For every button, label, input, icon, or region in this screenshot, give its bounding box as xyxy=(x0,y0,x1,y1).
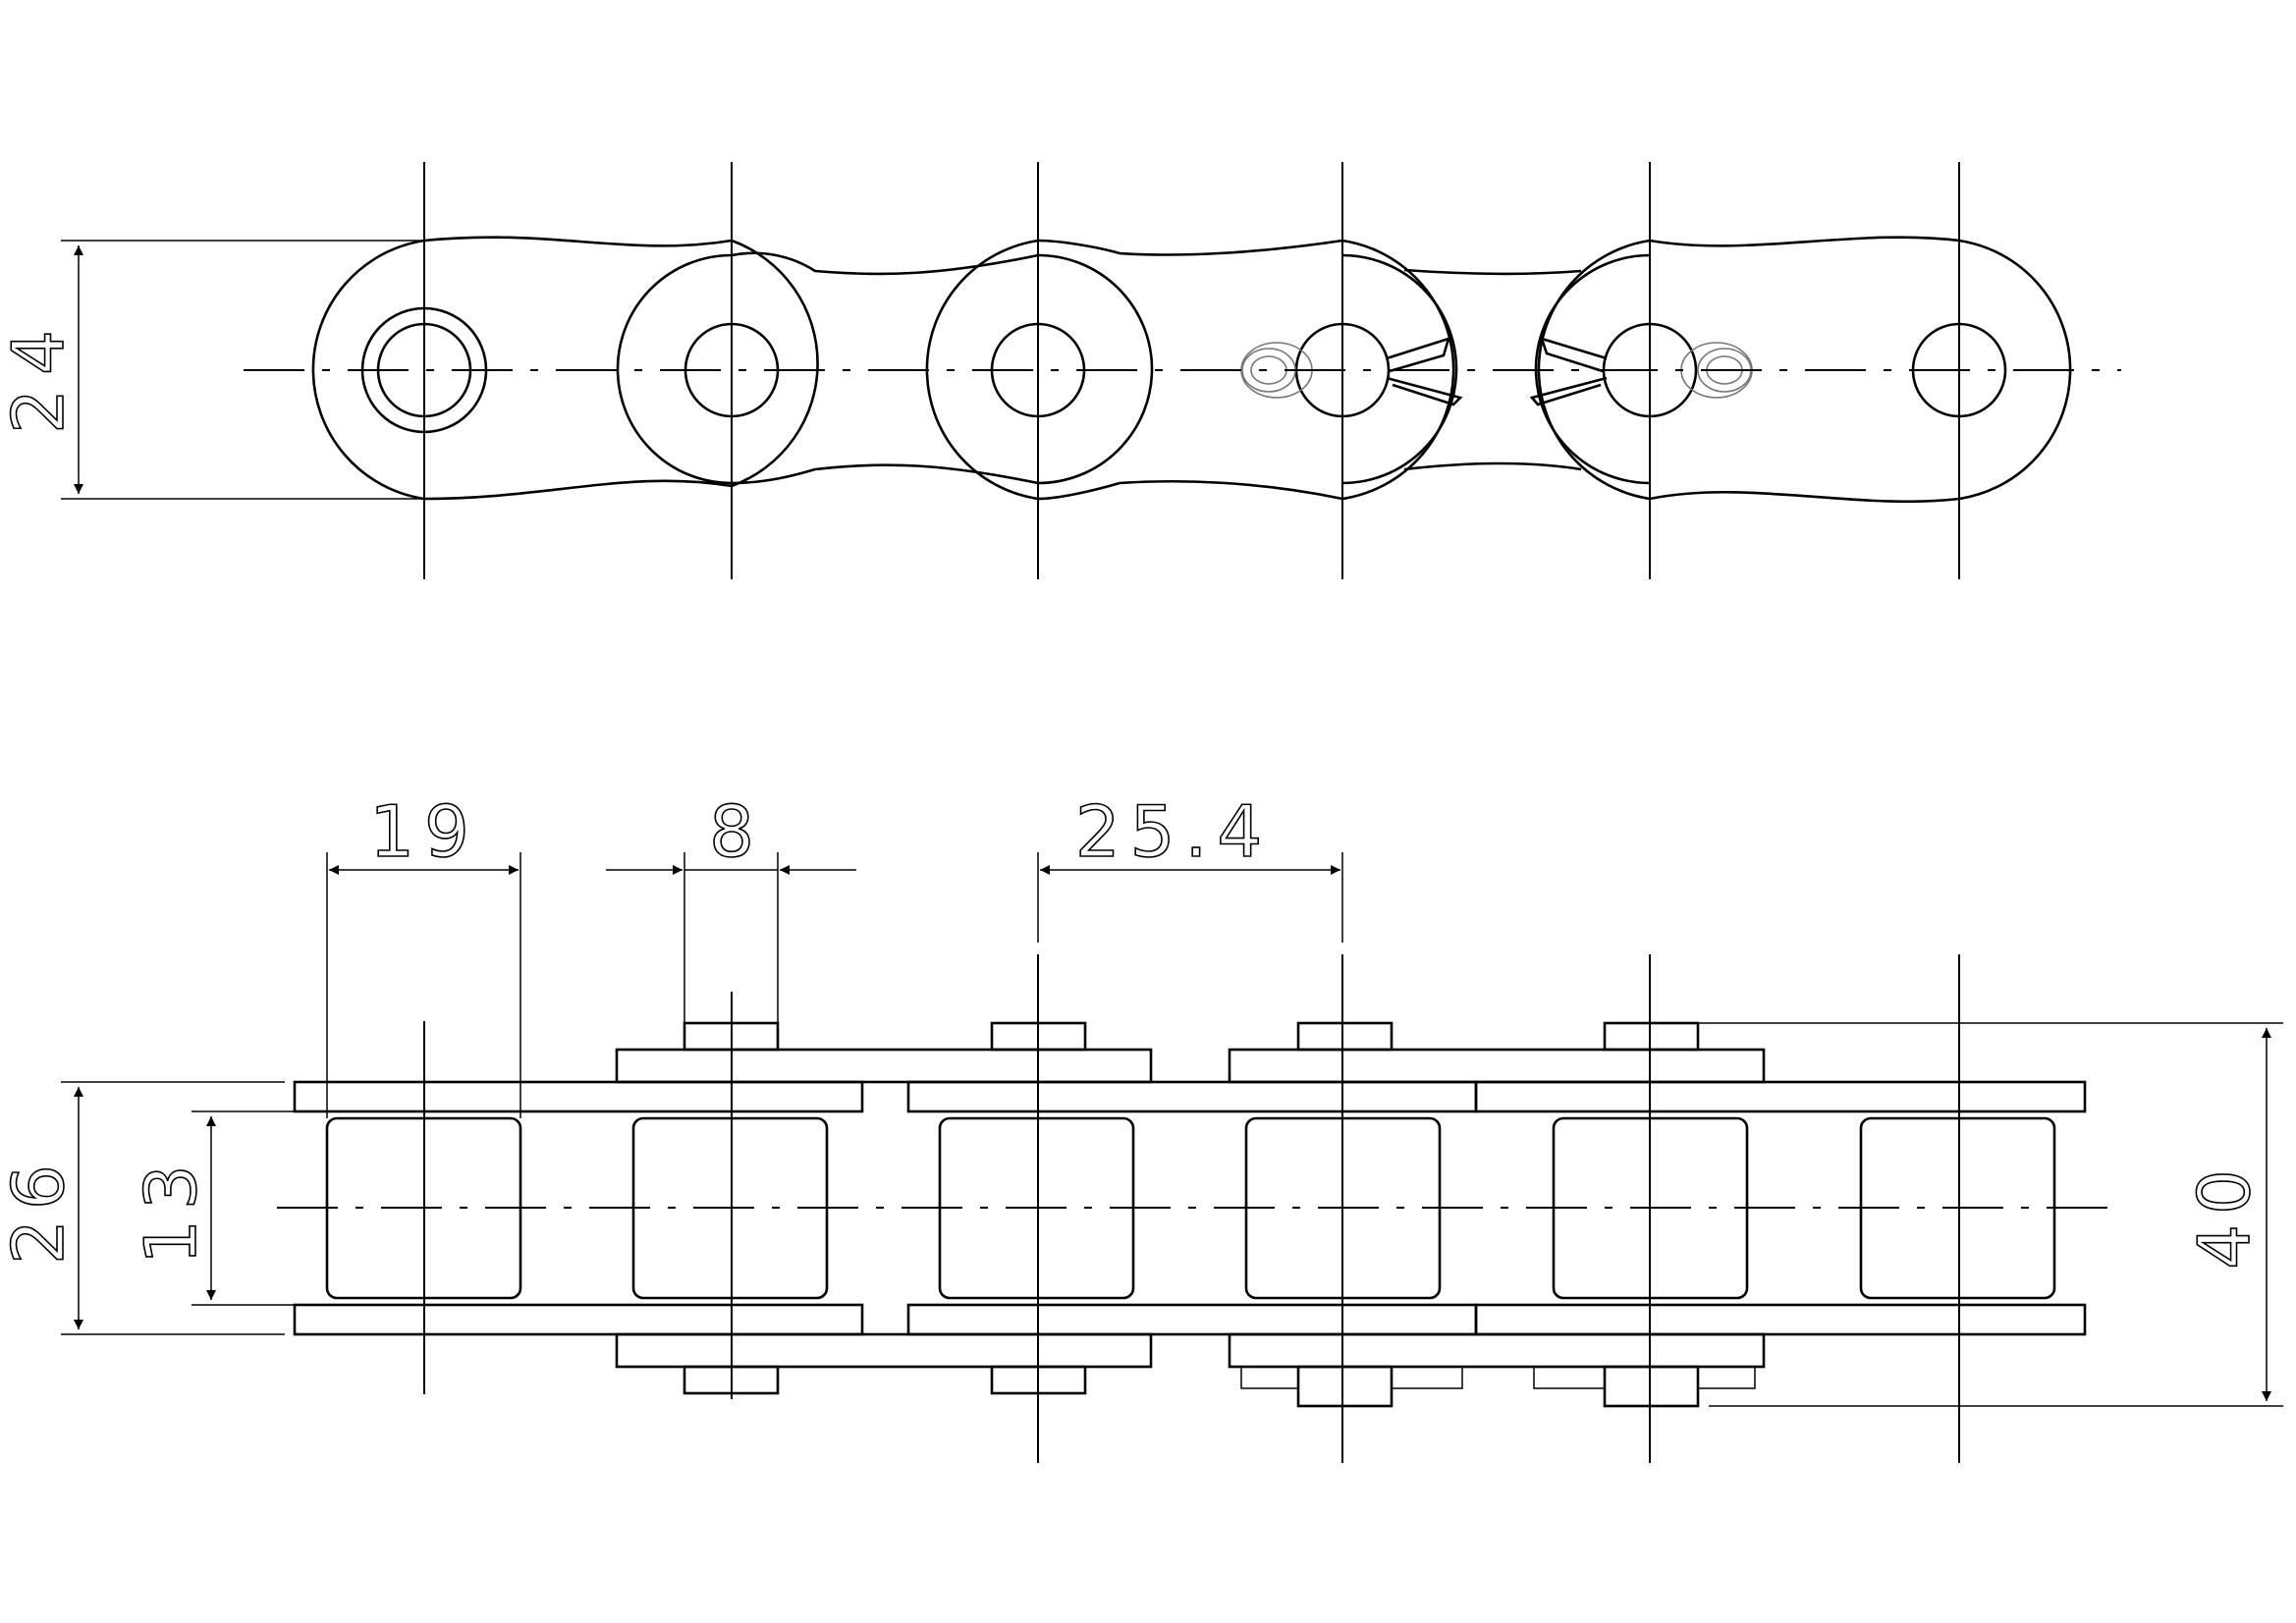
dimension-label-plate-height: 24 xyxy=(0,316,80,434)
pin-cap-top xyxy=(1296,1021,1394,1052)
dimension-label-inner-width: 13 xyxy=(130,1155,212,1265)
side-view: 24 xyxy=(0,162,2121,579)
outer-plate-top xyxy=(1228,1048,1766,1084)
dimension-overall-width: 40 xyxy=(1698,1022,2283,1407)
dimension-label-pitch: 25.4 xyxy=(1075,790,1272,873)
dimension-pin-diameter: 8 xyxy=(606,789,856,1023)
dimension-label-roller-length: 19 xyxy=(369,790,479,873)
dimension-plate-height: 24 xyxy=(0,240,424,500)
dimension-label-overall-width: 40 xyxy=(2183,1160,2266,1270)
pin-tail-bottom xyxy=(1296,1365,1394,1408)
cotter-pin-left xyxy=(1240,337,1463,406)
dimension-label-outer-width: 26 xyxy=(0,1155,80,1265)
dimension-label-pin-diameter: 8 xyxy=(709,790,754,873)
pin-tail-bottom xyxy=(1603,1365,1700,1408)
inner-plate-bottom xyxy=(293,1303,864,1336)
inner-plate-top xyxy=(906,1080,1478,1113)
inner-plate-bottom xyxy=(1474,1303,2087,1336)
inner-plate-top xyxy=(293,1080,864,1113)
inner-link-plate-1 xyxy=(616,251,1154,485)
dimension-outer-width: 26 xyxy=(0,1081,285,1335)
dimension-roller-length: 19 xyxy=(326,789,521,1118)
inner-plate-top xyxy=(1474,1080,2087,1113)
cotter-pin-right xyxy=(1529,337,1753,406)
pin-cap-top xyxy=(1603,1021,1700,1052)
outer-plate-bottom xyxy=(1228,1332,1766,1369)
dimension-inner-width: 13 xyxy=(129,1110,295,1306)
plan-view: 19 8 25.4 26 1 xyxy=(0,789,2283,1463)
dimension-pitch: 25.4 xyxy=(1037,789,1343,943)
outer-plate-top xyxy=(615,1048,1153,1084)
outer-link-plate-1 xyxy=(311,236,819,501)
inner-plate-bottom xyxy=(906,1303,1478,1336)
outer-plate-bottom xyxy=(615,1332,1153,1369)
cotter-pin-plan xyxy=(1240,1366,1756,1389)
